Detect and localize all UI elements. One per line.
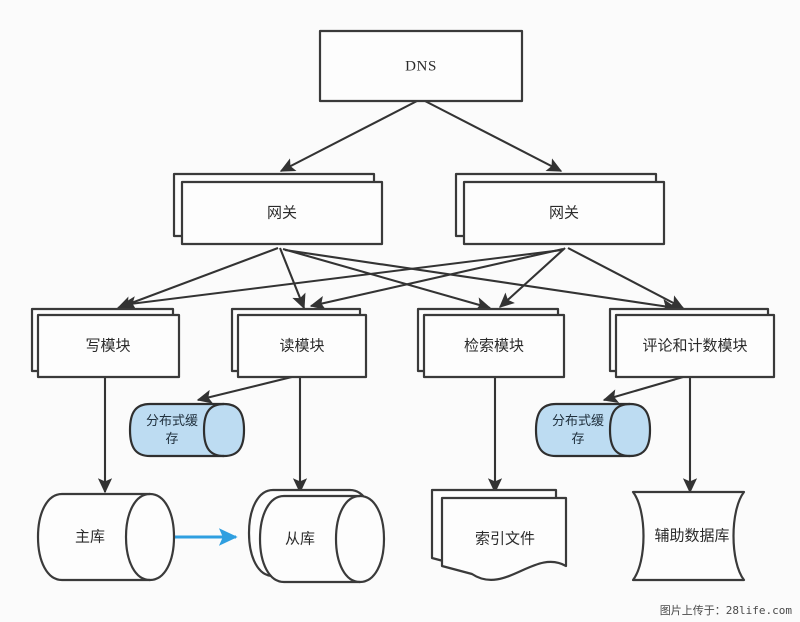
slave-db-label: 从库 [285,530,315,547]
gateway-left-box-front [180,180,384,246]
index-file-label: 索引文件 [475,530,535,547]
master-db-label: 主库 [75,528,105,545]
node-write-module[interactable]: 写模块 [30,307,181,379]
edge-gateway-right-to-comment-module [567,247,685,309]
comment-count-module-box-front [614,313,776,379]
write-module-label: 写模块 [85,337,130,354]
write-module-box-front [36,313,181,379]
aux-db-label: 辅助数据库 [654,527,729,544]
edge-gateway-right-to-write-module [120,248,563,311]
edge-gateway-left-to-read-module [279,247,306,310]
gateway-right-label: 网关 [549,204,579,221]
master-db-end-ellipse [124,492,151,582]
dns-label: DNS [405,58,437,74]
gateway-left-label: 网关 [267,204,297,221]
watermark-text: 图片上传于：28life.com [659,604,792,617]
node-index-file[interactable]: 索引文件 [430,488,568,581]
read-module-label: 读模块 [279,337,324,354]
node-search-module[interactable]: 检索模块 [416,307,566,379]
cache-left-end-ellipse [202,402,225,458]
edge-read-module-to-cache-left [196,373,301,404]
node-read-module[interactable]: 读模块 [230,307,368,379]
cache-left-label-line1: 分布式缓 [146,413,198,428]
search-module-label: 检索模块 [464,337,524,354]
edge-group-dns-to-gateways [279,100,563,172]
edge-gateway-left-to-comment-module [284,248,678,313]
cache-right-label-line1: 分布式缓 [552,413,604,428]
slave-db-end-ellipse [334,494,361,584]
node-dns[interactable]: DNS [318,29,524,103]
node-aux-db[interactable]: 辅助数据库 [631,490,746,582]
search-module-box-front [422,313,566,379]
gateway-right-box-front [462,180,666,246]
edge-gateway-left-to-write-module [116,247,279,310]
edge-dns-to-gateway-right [424,100,563,172]
index-file-doc-front [440,496,568,581]
node-comment-count-module[interactable]: 评论和计数模块 [608,307,776,379]
node-slave-db[interactable]: 从库 [247,488,386,584]
slave-db-body-front [258,494,386,584]
master-db-body [36,492,176,582]
cache-left-body [128,402,246,458]
node-cache-right[interactable]: 分布式缓 存 [534,402,652,458]
node-cache-left[interactable]: 分布式缓 存 [128,402,246,458]
edge-gateway-right-to-search-module [499,247,566,308]
node-gateway-right[interactable]: 网关 [454,172,666,246]
edge-comment-module-to-cache-right [602,373,691,403]
read-module-box-front [236,313,368,379]
edge-group-modules-to-storage [97,373,698,494]
comment-count-module-label: 评论和计数模块 [642,337,747,354]
node-master-db[interactable]: 主库 [36,492,176,582]
cache-right-label-line2: 存 [571,431,584,446]
aux-db-body [631,490,746,582]
dns-box [318,29,524,103]
cache-left-label-line2: 存 [165,431,178,446]
cache-right-body [534,402,652,458]
edge-gateway-left-to-search-module [282,247,492,312]
edge-dns-to-gateway-left [279,100,418,172]
cache-right-end-ellipse [608,402,631,458]
edge-group-gateway-right-to-modules [120,247,685,311]
edge-gateway-right-to-read-module [309,247,564,310]
edge-group-gateway-left-to-modules [116,247,678,313]
node-gateway-left[interactable]: 网关 [172,172,384,246]
